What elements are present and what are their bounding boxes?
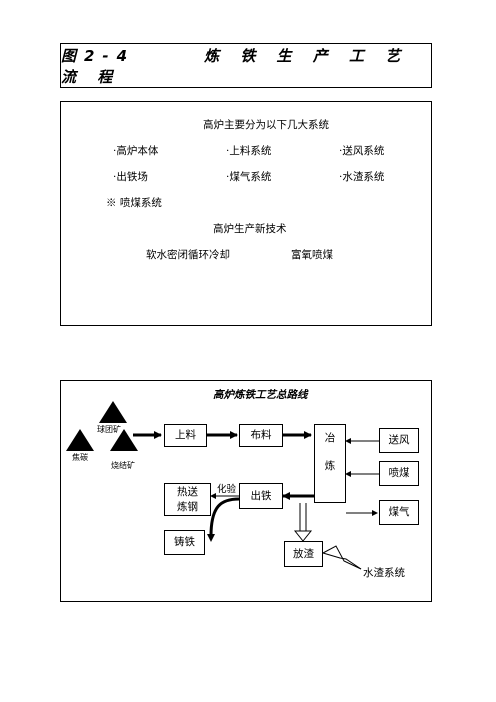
system-item: ·送风系统 (339, 145, 385, 157)
figure-title: 图2-4 炼 铁 生 产 工 艺 流 程 (61, 46, 409, 86)
pile-icon (66, 429, 94, 451)
node-meiqi: 煤气 (379, 500, 419, 525)
node-resong-liangang: 热送 炼钢 (164, 483, 211, 516)
flow-arrow (209, 497, 240, 537)
new-tech-item: 软水密闭循环冷却 (146, 249, 230, 261)
figure-title-box: 图2-4 炼 铁 生 产 工 艺 流 程 (60, 43, 432, 88)
node-shangliao: 上料 (164, 424, 207, 447)
arrowhead (207, 534, 215, 542)
shuizha-label: 水渣系统 (363, 567, 405, 579)
overview-heading: 高炉主要分为以下几大系统 (203, 119, 329, 131)
system-item: ·上料系统 (226, 145, 272, 157)
raw-material-label: 烧结矿 (111, 461, 135, 470)
system-item: ·高炉本体 (113, 145, 159, 157)
pile-icon (110, 429, 138, 451)
route-title: 高炉炼铁工艺总路线 (213, 389, 308, 401)
system-item-extra: ※ 喷煤系统 (106, 197, 162, 209)
raw-material-label: 球团矿 (97, 425, 121, 434)
system-item: ·煤气系统 (226, 171, 272, 183)
node-yelian: 冶 炼 (314, 424, 346, 503)
node-fangzha: 放渣 (284, 541, 323, 567)
node-penmei: 喷煤 (379, 461, 419, 486)
system-item: ·水渣系统 (339, 171, 385, 183)
node-chutie: 出铁 (239, 483, 283, 509)
arrowhead (293, 530, 313, 542)
raw-material-label: 焦碳 (72, 453, 88, 462)
pile-icon (99, 401, 127, 423)
new-tech-item: 富氧喷煤 (291, 249, 333, 261)
blast-furnace-overview-box: 高炉主要分为以下几大系统 ·高炉本体 ·上料系统 ·送风系统 ·出铁场 ·煤气系… (60, 101, 432, 326)
huayan-label: 化验 (217, 484, 237, 495)
system-item: ·出铁场 (113, 171, 148, 183)
node-songfeng: 送风 (379, 428, 419, 453)
route-diagram-box: 高炉炼铁工艺总路线 球团矿 焦碳 烧结矿 上料 布料 冶 炼 送风 喷煤 煤气 … (60, 380, 432, 602)
node-buliao: 布料 (239, 424, 283, 447)
lightning-icon (322, 552, 362, 570)
new-tech-heading: 高炉生产新技术 (213, 223, 287, 235)
lightning-icon (322, 545, 362, 570)
route-diagram-connectors (66, 401, 379, 570)
node-zhutie: 铸铁 (164, 530, 205, 555)
